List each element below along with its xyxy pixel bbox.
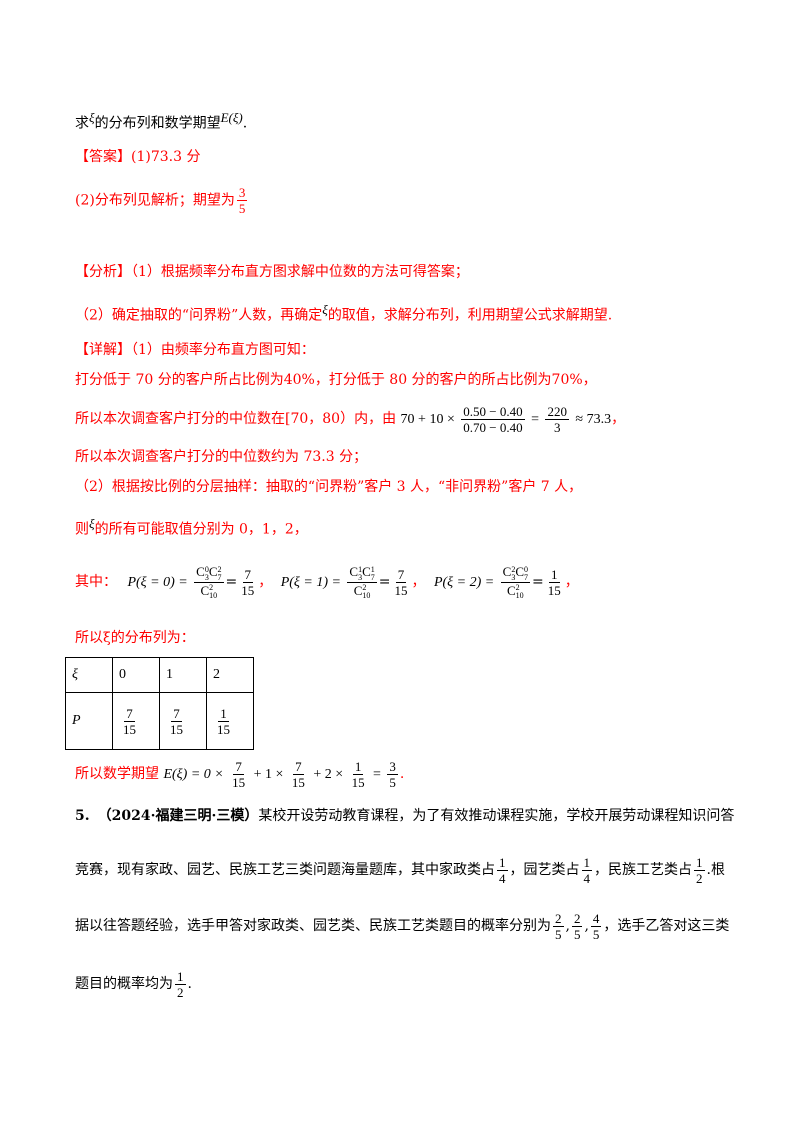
median-equals: = bbox=[531, 412, 539, 427]
table-cell: ξ bbox=[65, 657, 113, 693]
q-prefix: 求 bbox=[75, 115, 89, 132]
xi-symbol: ξ bbox=[89, 516, 95, 531]
detail-line-3: 所以本次调查客户打分的中位数在[70，80）内，由 70 + 10 × 0.50… bbox=[75, 402, 625, 437]
question-tail: 求ξ的分布列和数学期望E(ξ). bbox=[75, 108, 247, 134]
q5-text-3a: 据以往答题经验，选手甲答对家政类、园艺类、民族工艺类题目的概率分别为 bbox=[75, 918, 551, 934]
table-row: ξ 0 1 2 bbox=[65, 657, 254, 693]
q5-text-3b: ，选手乙答对这三类 bbox=[603, 918, 730, 934]
expectation-lhs: E(ξ) = 0 × bbox=[163, 767, 224, 782]
detail-line-5: （2）根据按比例的分层抽样：抽取的“问界粉”客户 3 人，“非问界粉”客户 7 … bbox=[75, 479, 583, 495]
q-mid: 的分布列和数学期望 bbox=[94, 115, 221, 132]
detail-label: 【详解】 bbox=[75, 342, 131, 358]
period: . bbox=[399, 766, 405, 782]
question-source: （2024·福建三明·三模） bbox=[97, 808, 259, 824]
detail-line-4: 所以本次调查客户打分的中位数约为 73.3 分； bbox=[75, 449, 368, 465]
detail-text-6a: 则 bbox=[75, 521, 89, 538]
answer-label: 【答案】 bbox=[75, 149, 131, 165]
comma: ， bbox=[611, 411, 626, 427]
detail-text-1: （1）由频率分布直方图可知： bbox=[131, 342, 315, 358]
period: . bbox=[187, 976, 192, 992]
table-cell: 2 bbox=[206, 657, 254, 693]
expectation-term-3: + 2 × bbox=[313, 767, 344, 782]
p1-lhs: P(ξ = 1) = bbox=[280, 575, 341, 590]
detail-text-3a: 所以本次调查客户打分的中位数在[70，80）内，由 bbox=[75, 411, 397, 427]
q5-text-2b: ，园艺类占 bbox=[509, 862, 580, 878]
question-number: 5. bbox=[75, 808, 90, 824]
comma: ， bbox=[411, 574, 426, 590]
median-expr-start: 70 + 10 × bbox=[400, 412, 455, 427]
table-cell: 1 bbox=[159, 657, 207, 693]
q5-text-1: 某校开设劳动教育课程，为了有效推动课程实施，学校开展劳动课程知识问答 bbox=[258, 808, 735, 824]
distribution-intro: 所以ξ的分布列为： bbox=[75, 630, 195, 646]
analysis-text-1: （1）根据频率分布直方图求解中位数的方法可得答案； bbox=[131, 264, 469, 280]
p2-lhs: P(ξ = 2) = bbox=[433, 575, 495, 590]
analysis-text-2a: （2）确定抽取的“问界粉”人数，再确定 bbox=[75, 307, 323, 324]
analysis-line-1: 【分析】（1）根据频率分布直方图求解中位数的方法可得答案； bbox=[75, 262, 469, 282]
detail-text-6b: 的所有可能取值分别为 0，1，2， bbox=[94, 521, 308, 538]
probability-label: 其中： bbox=[75, 574, 117, 590]
p0-lhs: P(ξ = 0) = bbox=[127, 575, 188, 590]
analysis-line-2: （2）确定抽取的“问界粉”人数，再确定ξ的取值，求解分布列，利用期望公式求解期望… bbox=[75, 300, 612, 326]
answer-line-1: 【答案】(1)73.3 分 bbox=[75, 147, 200, 167]
detail-line-2: 打分低于 70 分的客户所占比例为40%，打分低于 80 分的客户的所占比例为7… bbox=[75, 372, 597, 388]
median-approx: ≈ 73.3 bbox=[575, 412, 612, 427]
table-cell: P bbox=[65, 692, 113, 750]
separator: , bbox=[565, 918, 570, 934]
table-cell: 0 bbox=[112, 657, 160, 693]
q5-text-2d: .根 bbox=[706, 862, 725, 878]
separator: , bbox=[584, 918, 589, 934]
detail-line-6: 则ξ的所有可能取值分别为 0，1，2， bbox=[75, 514, 308, 540]
q5-text-2a: 竞赛，现有家政、园艺、民族工艺三类问题海量题库，其中家政类占 bbox=[75, 862, 495, 878]
comma: ， bbox=[258, 574, 273, 590]
expectation-equals: = bbox=[373, 767, 381, 782]
q5-line-1: 5. （2024·福建三明·三模）某校开设劳动教育课程，为了有效推动课程实施，学校… bbox=[75, 806, 734, 826]
analysis-text-2b: 的取值，求解分布列，利用期望公式求解期望. bbox=[327, 307, 613, 324]
expectation-symbol: E(ξ) bbox=[220, 110, 243, 125]
comma: ， bbox=[564, 574, 579, 590]
xi-symbol: ξ bbox=[89, 110, 95, 125]
q-end: . bbox=[242, 115, 248, 132]
answer-part2: (2)分布列见解析；期望为 bbox=[75, 192, 235, 209]
expectation-prefix: 所以数学期望 bbox=[75, 766, 159, 782]
detail-line-1: 【详解】（1）由频率分布直方图可知： bbox=[75, 340, 315, 360]
q5-text-4a: 题目的概率均为 bbox=[75, 976, 173, 992]
analysis-label: 【分析】 bbox=[75, 264, 131, 280]
expectation-term-2: + 1 × bbox=[253, 767, 284, 782]
q5-text-2c: ，民族工艺类占 bbox=[594, 862, 692, 878]
answer-part1: (1)73.3 分 bbox=[131, 149, 201, 165]
xi-symbol: ξ bbox=[322, 302, 328, 317]
